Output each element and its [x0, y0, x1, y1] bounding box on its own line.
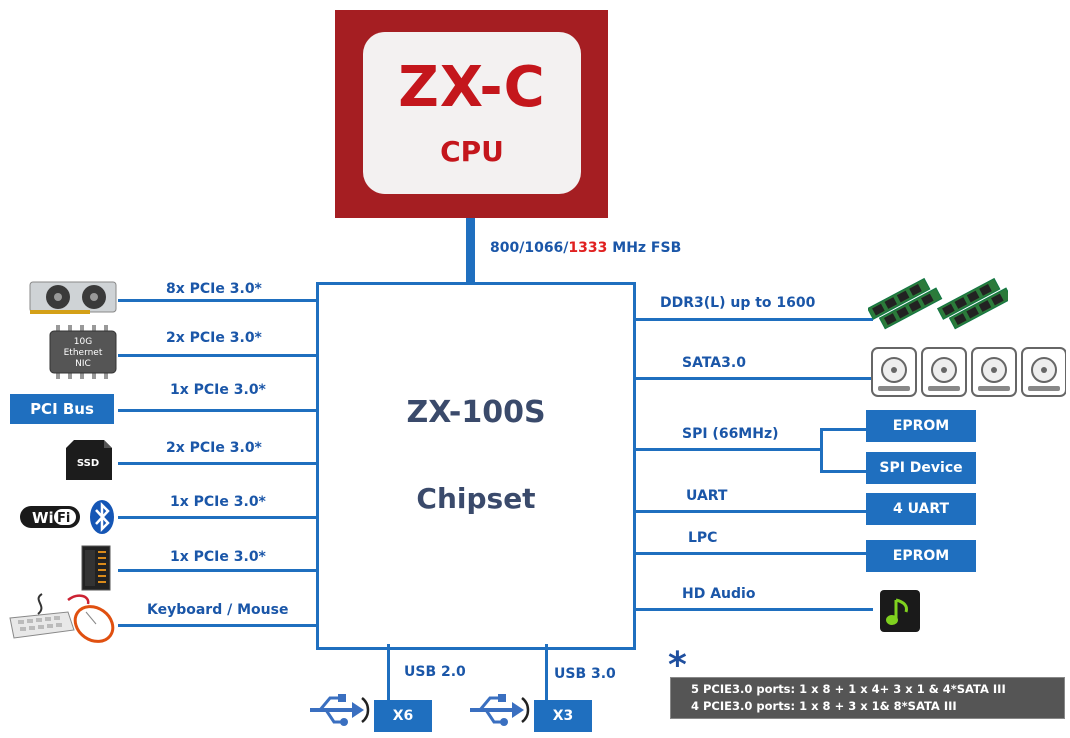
left-link-line-2: [118, 354, 318, 357]
left-link-line-7: [118, 624, 318, 627]
chipset-block: [316, 282, 636, 650]
right-link-line-ddr: [633, 318, 873, 321]
footnote-line-1: 5 PCIE3.0 ports: 1 x 8 + 1 x 4+ 3 x 1 & …: [691, 682, 1006, 696]
left-link-line-5: [118, 516, 318, 519]
wifi-text-2: Fi: [57, 511, 70, 526]
left-link-line-1: [118, 299, 318, 302]
cpu-title: ZX-C: [398, 55, 546, 120]
footnote-star: *: [668, 645, 687, 686]
usb3-line: [545, 644, 548, 700]
right-link-label-sata: SATA3.0: [682, 355, 746, 371]
left-link-label-7: Keyboard / Mouse: [147, 602, 289, 618]
footnote-box: 5 PCIE3.0 ports: 1 x 8 + 1 x 4+ 3 x 1 & …: [670, 677, 1065, 719]
left-link-line-6: [118, 569, 318, 572]
right-link-line-audio: [633, 608, 873, 611]
chipset-subtitle: Chipset: [416, 482, 536, 515]
usb2-count-box: X6: [374, 700, 432, 732]
eprom-box-spi: EPROM: [866, 410, 976, 442]
right-link-line-spi: [633, 448, 823, 451]
usb-icon: [466, 690, 536, 734]
uart-box: 4 UART: [866, 493, 976, 525]
eprom-box-lpc: EPROM: [866, 540, 976, 572]
wifi-text-1: Wi: [32, 509, 54, 527]
footnote-line-2: 4 PCIE3.0 ports: 1 x 8 + 3 x 1& 8*SATA I…: [691, 699, 957, 713]
wifi-bluetooth-icon: Wi Fi: [18, 496, 118, 540]
left-link-line-3: [118, 409, 318, 412]
left-link-label-1: 8x PCIe 3.0*: [166, 281, 262, 297]
usb3-count-box: X3: [534, 700, 592, 732]
usb2-line: [387, 644, 390, 700]
fsb-label: 800/1066/1333 MHz FSB: [490, 240, 682, 256]
cpu-inner-panel: [363, 32, 581, 194]
graphics-card-icon: [28, 276, 120, 320]
left-link-label-6: 1x PCIe 3.0*: [170, 549, 266, 565]
usb-icon: [306, 690, 376, 734]
left-link-label-4: 2x PCIe 3.0*: [166, 440, 262, 456]
right-link-label-ddr: DDR3(L) up to 1600: [660, 295, 816, 311]
ethernet-nic-chip-icon: 10G Ethernet NIC: [46, 325, 120, 385]
nic-text-line-2: Ethernet: [64, 348, 103, 358]
right-link-line-sata: [633, 377, 873, 380]
right-link-label-lpc: LPC: [688, 530, 718, 546]
spi-branch-bottom: [820, 470, 870, 473]
usb3-label: USB 3.0: [554, 666, 616, 682]
left-link-label-3: 1x PCIe 3.0*: [170, 382, 266, 398]
pci-bus-box: PCI Bus: [10, 394, 114, 424]
left-link-label-2: 2x PCIe 3.0*: [166, 330, 262, 346]
right-link-label-uart: UART: [686, 488, 728, 504]
right-link-label-spi: SPI (66MHz): [682, 426, 779, 442]
usb2-label: USB 2.0: [404, 664, 466, 680]
left-link-line-4: [118, 462, 318, 465]
music-note-icon: [878, 588, 922, 638]
spi-branch-line: [820, 428, 823, 472]
hard-drive-icons: [870, 346, 1067, 404]
server-rack-icon: [80, 545, 112, 595]
chipset-name: ZX-100S: [406, 395, 546, 430]
hard-drive-icon: [871, 347, 917, 397]
nic-text-line-3: NIC: [75, 359, 91, 369]
right-link-label-audio: HD Audio: [682, 586, 756, 602]
memory-modules-icon: [866, 276, 1013, 338]
fsb-bus-line: [466, 218, 475, 284]
right-link-line-lpc: [633, 552, 873, 555]
ssd-text: SSD: [77, 458, 99, 469]
right-link-line-uart: [633, 510, 873, 513]
spi-branch-top: [820, 428, 870, 431]
nic-text-line-1: 10G: [74, 337, 92, 347]
cpu-subtitle: CPU: [440, 135, 504, 168]
keyboard-mouse-icon: [8, 590, 120, 650]
spi-device-box: SPI Device: [866, 452, 976, 484]
ssd-icon: SSD: [64, 438, 114, 486]
left-link-label-5: 1x PCIe 3.0*: [170, 494, 266, 510]
